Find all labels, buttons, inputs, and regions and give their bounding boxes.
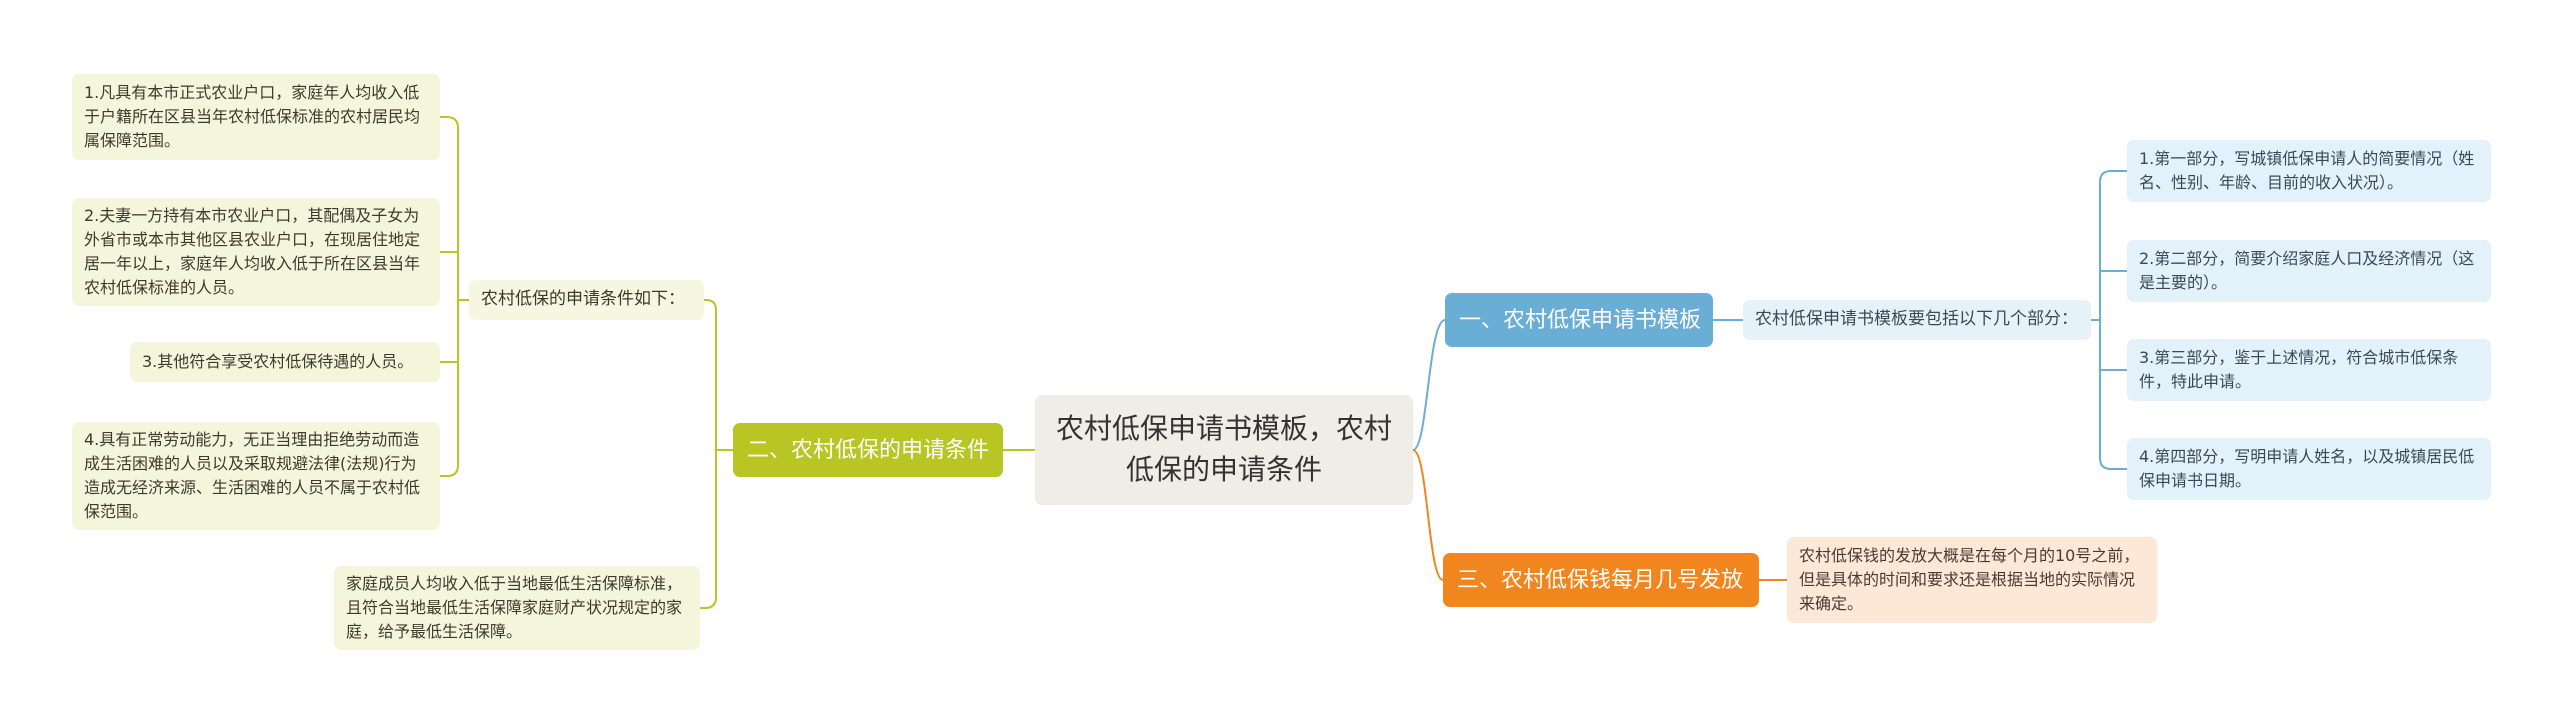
connector-b2-children: [700, 299, 733, 609]
subtopic-conditions[interactable]: 农村低保的申请条件如下：: [469, 280, 704, 320]
subtopic-template-parts[interactable]: 农村低保申请书模板要包括以下几个部分：: [1743, 300, 2091, 340]
leaf-payment-timing[interactable]: 农村低保钱的发放大概是在每个月的10号之前，但是具体的时间和要求还是根据当地的实…: [1787, 537, 2157, 623]
leaf-household-income[interactable]: 家庭成员人均收入低于当地最低生活保障标准，且符合当地最低生活保障家庭财产状况规定…: [334, 566, 700, 650]
connector-center-b1: [1412, 319, 1446, 451]
branch-payment-date-label: 三、农村低保钱每月几号发放: [1457, 567, 1744, 593]
leaf-template-part-4[interactable]: 4.第四部分，写明申请人姓名，以及城镇居民低保申请书日期。: [2127, 438, 2491, 500]
branch-payment-date[interactable]: 三、农村低保钱每月几号发放: [1443, 553, 1759, 607]
connector-center-b3: [1412, 449, 1444, 581]
leaf-condition-4[interactable]: 4.具有正常劳动能力，无正当理由拒绝劳动而造成生活困难的人员以及采取规避法律(法…: [72, 422, 440, 530]
leaf-text: 3.其他符合享受农村低保待遇的人员。: [142, 352, 414, 371]
leaf-condition-1[interactable]: 1.凡具有本市正式农业户口，家庭年人均收入低于户籍所在区县当年农村低保标准的农村…: [72, 74, 440, 160]
connector-s1-leaves: [2091, 170, 2127, 470]
branch-conditions-label: 二、农村低保的申请条件: [747, 437, 990, 463]
leaf-text: 家庭成员人均收入低于当地最低生活保障标准，且符合当地最低生活保障家庭财产状况规定…: [346, 574, 683, 641]
connector-s2-leaves: [440, 116, 469, 477]
leaf-text: 1.第一部分，写城镇低保申请人的简要情况（姓名、性别、年龄、目前的收入状况）。: [2139, 149, 2475, 192]
leaf-template-part-2[interactable]: 2.第二部分，简要介绍家庭人口及经济情况（这是主要的）。: [2127, 240, 2491, 302]
leaf-text: 1.凡具有本市正式农业户口，家庭年人均收入低于户籍所在区县当年农村低保标准的农村…: [84, 83, 421, 150]
leaf-condition-2[interactable]: 2.夫妻一方持有本市农业户口，其配偶及子女为外省市或本市其他区县农业户口，在现居…: [72, 198, 440, 306]
branch-template[interactable]: 一、农村低保申请书模板: [1445, 293, 1713, 347]
subtopic-template-parts-label: 农村低保申请书模板要包括以下几个部分：: [1755, 309, 2078, 330]
central-topic[interactable]: 农村低保申请书模板，农村低保的申请条件: [1035, 395, 1413, 505]
leaf-template-part-1[interactable]: 1.第一部分，写城镇低保申请人的简要情况（姓名、性别、年龄、目前的收入状况）。: [2127, 140, 2491, 202]
leaf-text: 4.第四部分，写明申请人姓名，以及城镇居民低保申请书日期。: [2139, 447, 2475, 490]
leaf-text: 4.具有正常劳动能力，无正当理由拒绝劳动而造成生活困难的人员以及采取规避法律(法…: [84, 430, 421, 521]
leaf-text: 农村低保钱的发放大概是在每个月的10号之前，但是具体的时间和要求还是根据当地的实…: [1799, 546, 2140, 613]
leaf-condition-3[interactable]: 3.其他符合享受农村低保待遇的人员。: [130, 342, 440, 382]
leaf-text: 3.第三部分，鉴于上述情况，符合城市低保条件，特此申请。: [2139, 348, 2459, 391]
leaf-template-part-3[interactable]: 3.第三部分，鉴于上述情况，符合城市低保条件，特此申请。: [2127, 339, 2491, 401]
leaf-text: 2.第二部分，简要介绍家庭人口及经济情况（这是主要的）。: [2139, 249, 2475, 292]
branch-template-label: 一、农村低保申请书模板: [1459, 307, 1702, 333]
branch-conditions[interactable]: 二、农村低保的申请条件: [733, 423, 1003, 477]
subtopic-conditions-label: 农村低保的申请条件如下：: [481, 289, 685, 310]
leaf-text: 2.夫妻一方持有本市农业户口，其配偶及子女为外省市或本市其他区县农业户口，在现居…: [84, 206, 421, 297]
central-topic-label: 农村低保申请书模板，农村低保的申请条件: [1055, 412, 1392, 486]
